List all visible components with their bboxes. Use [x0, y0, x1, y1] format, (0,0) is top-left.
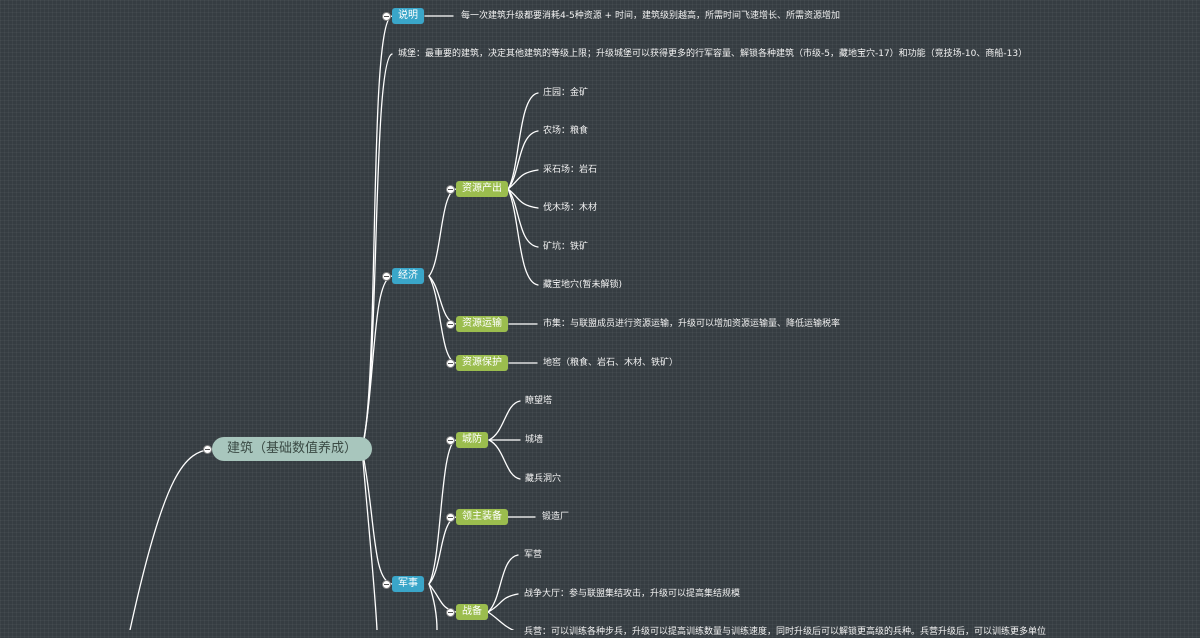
- connector-war-leaf-2: [487, 593, 519, 613]
- leaf-quarry: 采石场：岩石: [543, 165, 598, 175]
- war-collapse-toggle[interactable]: [446, 608, 455, 617]
- root-node[interactable]: 建筑（基础数值养成）: [212, 437, 373, 461]
- leaf-treasure-crypt: 藏宝地穴(暂未解锁): [543, 280, 623, 290]
- leaf-farm: 农场：粮食: [543, 126, 589, 136]
- connector-economy-transport: [428, 275, 457, 325]
- connector-production-leaf-4: [507, 188, 539, 209]
- connector-defense-leaf-1: [488, 400, 521, 441]
- sub-resource-transport[interactable]: 资源运输: [456, 316, 508, 332]
- connector-production-leaf-5: [507, 188, 539, 248]
- connector-military-offscreen: [428, 583, 438, 630]
- connector-root-castle: [361, 53, 393, 450]
- leaf-forge: 锻造厂: [542, 512, 570, 522]
- connector-production-leaf-1: [507, 92, 539, 190]
- leaf-troop-cave: 藏兵洞穴: [525, 474, 562, 484]
- sub-defense[interactable]: 城防: [456, 432, 488, 448]
- transport-collapse-toggle[interactable]: [446, 320, 455, 329]
- leaf-wall: 城墙: [525, 435, 544, 445]
- connector-defense-leaf-3: [488, 439, 521, 480]
- connector-root-military: [361, 448, 393, 585]
- branch-economy[interactable]: 经济: [392, 268, 424, 284]
- connector-production-leaf-3: [507, 169, 539, 190]
- leaf-lumber: 伐木场：木材: [543, 203, 598, 213]
- leaf-cellar: 地窖（粮食、岩石、木材、铁矿）: [543, 358, 679, 368]
- root-collapse-toggle[interactable]: [203, 445, 212, 454]
- castle-text: 城堡：最重要的建筑，决定其他建筑的等级上限；升级城堡可以获得更多的行军容量、解锁…: [398, 49, 1028, 59]
- connector-production-leaf-2: [507, 130, 539, 190]
- connector-military-defense: [428, 439, 457, 585]
- connector-root-economy: [361, 275, 393, 450]
- connector-root-offscreen: [361, 448, 378, 630]
- leaf-market: 市集：与联盟成员进行资源运输，升级可以增加资源运输量、降低运输税率: [543, 319, 841, 329]
- connector-economy-production: [428, 188, 457, 277]
- economy-collapse-toggle[interactable]: [382, 272, 391, 281]
- connector-root-desc: [361, 15, 393, 450]
- sub-lord-equipment[interactable]: 领主装备: [456, 509, 508, 525]
- leaf-manor: 庄园：金矿: [543, 88, 589, 98]
- branch-military[interactable]: 军事: [392, 576, 424, 592]
- branch-description[interactable]: 说明: [392, 8, 424, 24]
- production-collapse-toggle[interactable]: [446, 185, 455, 194]
- equip-collapse-toggle[interactable]: [446, 513, 455, 522]
- leaf-watchtower: 瞭望塔: [525, 396, 553, 406]
- leaf-barracks: 军营: [524, 550, 543, 560]
- sub-resource-protect[interactable]: 资源保护: [456, 355, 508, 371]
- protect-collapse-toggle[interactable]: [446, 359, 455, 368]
- leaf-training-camp: 兵营：可以训练各种步兵，升级可以提高训练数量与训练速度，同时升级后可以解锁更高级…: [524, 627, 1047, 637]
- description-text: 每一次建筑升级都要消耗4-5种资源 + 时间，建筑级别越高，所需时间飞速增长、所…: [461, 11, 840, 21]
- connector-production-leaf-6: [507, 188, 539, 286]
- leaf-mine: 矿坑：铁矿: [543, 242, 589, 252]
- desc-collapse-toggle[interactable]: [382, 12, 391, 21]
- connector-war-leaf-1: [487, 554, 519, 613]
- leaf-war-hall: 战争大厅：参与联盟集结攻击，升级可以提高集结规模: [524, 589, 741, 599]
- sub-resource-production[interactable]: 资源产出: [456, 181, 508, 197]
- military-collapse-toggle[interactable]: [382, 580, 391, 589]
- sub-war-readiness[interactable]: 战备: [456, 604, 488, 620]
- connector-war-leaf-3: [487, 611, 515, 630]
- connector-offscreen-root: [129, 448, 213, 630]
- defense-collapse-toggle[interactable]: [446, 436, 455, 445]
